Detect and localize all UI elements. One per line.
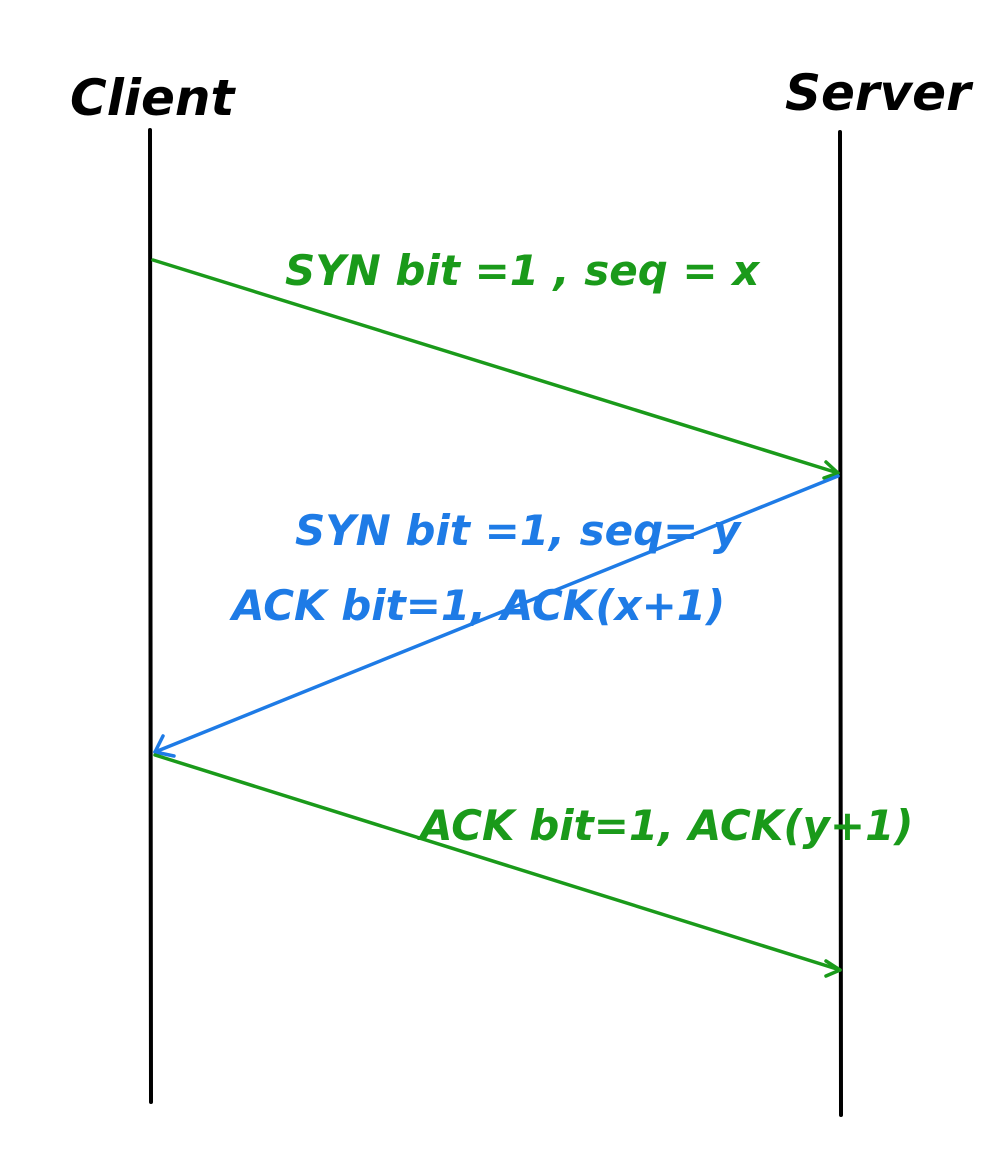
ack-arrow-head	[824, 959, 842, 978]
client-lifeline	[148, 128, 153, 1104]
ack-arrow-line	[153, 753, 842, 972]
syn-ack-arrow-line	[153, 474, 840, 754]
syn-arrow-line	[151, 258, 840, 475]
syn-ack-label-line-2: ACK bit=1, ACK(x+1)	[229, 581, 725, 630]
client-label: Client	[70, 69, 236, 127]
syn-ack-label-line-1: SYN bit =1, seq= y	[295, 506, 742, 555]
syn-arrow-head	[822, 460, 840, 480]
syn-ack-arrow-head	[153, 734, 176, 758]
message-syn: SYN bit =1 , seq = x	[151, 246, 840, 480]
server-label: Server	[785, 64, 974, 122]
message-syn-ack: SYN bit =1, seq= y ACK bit=1, ACK(x+1)	[153, 474, 840, 758]
server-lifeline	[838, 130, 843, 1117]
message-ack: ACK bit=1, ACK(y+1)	[153, 753, 914, 978]
syn-label: SYN bit =1 , seq = x	[285, 246, 761, 295]
ack-label: ACK bit=1, ACK(y+1)	[417, 801, 914, 850]
